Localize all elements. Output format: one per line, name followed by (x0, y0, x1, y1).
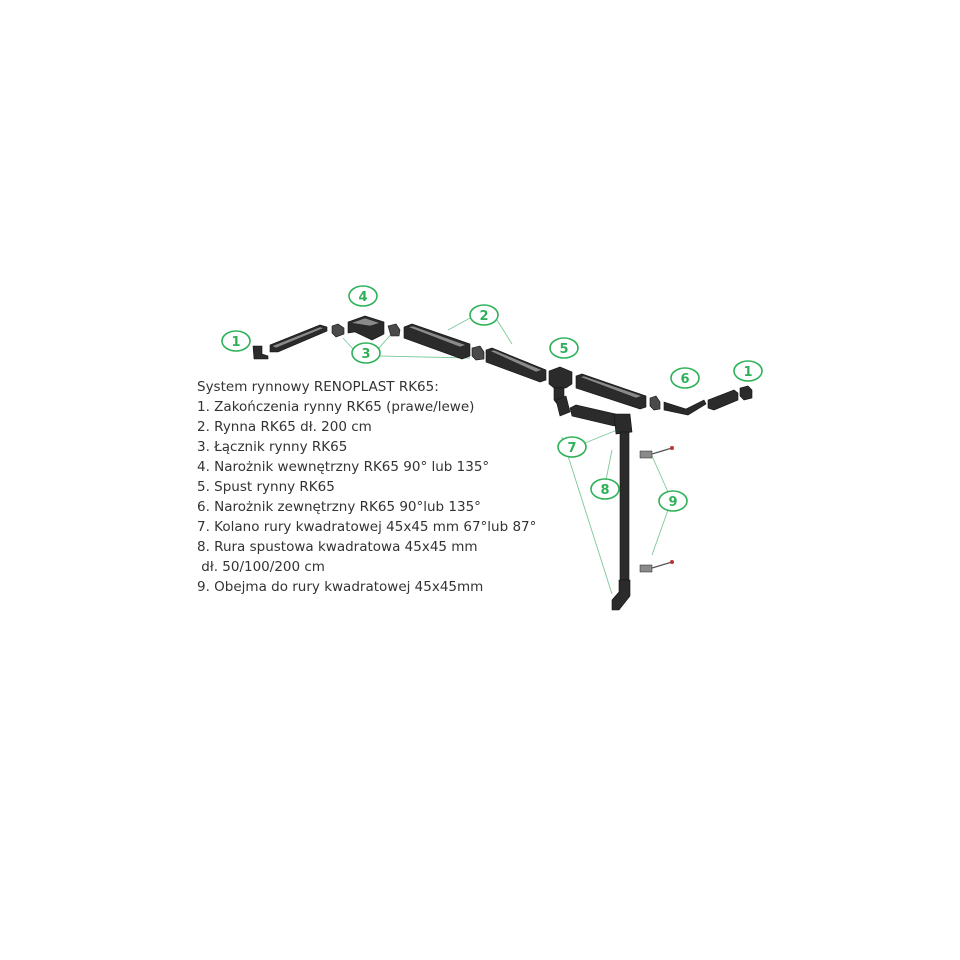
callout-8: 8 (590, 478, 620, 500)
legend-title: System rynnowy RENOPLAST RK65: (197, 379, 439, 395)
legend-item: 7. Kolano rury kwadratowej 45x45 mm 67°l… (197, 519, 537, 535)
gutter-connector-4 (649, 395, 661, 411)
legend-item: dł. 50/100/200 cm (197, 559, 325, 575)
downpipe (619, 431, 630, 581)
end-cap-left (252, 345, 269, 360)
legend-item: 8. Rura spustowa kwadratowa 45x45 mm (197, 539, 478, 555)
end-cap-right (739, 385, 753, 401)
gutter-connector-3 (471, 345, 485, 361)
svg-text:1: 1 (231, 335, 240, 350)
gutter-section-5 (707, 389, 739, 411)
elbow-bottom (611, 579, 631, 611)
svg-text:7: 7 (567, 441, 576, 456)
legend: System rynnowy RENOPLAST RK65: 1. Zakońc… (197, 377, 557, 597)
legend-item: 1. Zakończenia rynny RK65 (prawe/lewe) (197, 399, 475, 415)
callout-4: 4 (348, 285, 378, 307)
svg-text:1: 1 (743, 365, 752, 380)
callout-1-right: 1 (733, 360, 763, 382)
legend-item: 5. Spust rynny RK65 (197, 479, 335, 495)
legend-item: 6. Narożnik zewnętrzny RK65 90°lub 135° (197, 499, 481, 515)
pipe-bracket-upper (639, 446, 674, 459)
gutter-connector-2 (387, 323, 401, 337)
elbow-joint (613, 413, 633, 435)
callout-6: 6 (670, 367, 700, 389)
callout-2: 2 (469, 304, 499, 326)
callout-7: 7 (557, 436, 587, 458)
svg-text:9: 9 (668, 495, 677, 510)
svg-text:5: 5 (559, 342, 568, 357)
svg-text:8: 8 (600, 483, 609, 498)
leader-lines (342, 316, 669, 595)
gutter-section-4 (575, 373, 647, 410)
svg-text:2: 2 (479, 309, 488, 324)
outer-corner (663, 399, 707, 416)
callout-1-left: 1 (221, 330, 251, 352)
gutter-outlet (548, 366, 573, 389)
svg-text:4: 4 (358, 290, 367, 305)
gutter-connector-1 (331, 323, 345, 338)
legend-item: 9. Obejma do rury kwadratowej 45x45mm (197, 579, 484, 595)
legend-item: 2. Rynna RK65 dł. 200 cm (197, 419, 372, 435)
elbow-top (555, 395, 571, 417)
pipe-bracket-lower (639, 560, 674, 573)
legend-item: 3. Łącznik rynny RK65 (197, 439, 348, 455)
legend-item: 4. Narożnik wewnętrzny RK65 90° lub 135° (197, 459, 490, 475)
gutter-section-2 (403, 323, 471, 360)
callout-3: 3 (351, 342, 381, 364)
gutter-section-3 (485, 347, 547, 383)
callout-5: 5 (549, 337, 579, 359)
svg-text:3: 3 (361, 347, 370, 362)
svg-text:6: 6 (680, 372, 689, 387)
callout-9: 9 (658, 490, 688, 512)
gutter-parts (252, 315, 753, 611)
connecting-pipe (569, 404, 621, 427)
